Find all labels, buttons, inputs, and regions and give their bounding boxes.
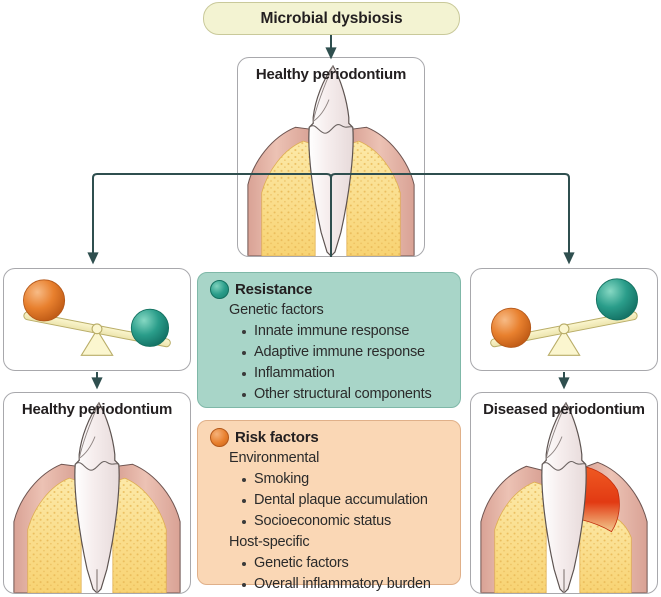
diseased-tooth-illustration (480, 401, 648, 593)
healthy-tooth-illustration-bottom (13, 401, 181, 593)
teal-sphere-icon (210, 280, 229, 299)
resistance-heading: Resistance (210, 280, 312, 299)
resistance-sphere-right-scale (595, 278, 638, 321)
healthy-tooth-illustration-top (247, 64, 415, 256)
list-item: Smoking (242, 469, 452, 490)
risk-list-host: Genetic factors Overall inflammatory bur… (229, 553, 452, 595)
resistance-info-box: Resistance Genetic factors Innate immune… (197, 272, 461, 408)
balance-resistance-wins-node (3, 268, 191, 371)
risk-list-environmental: Smoking Dental plaque accumulation Socio… (229, 469, 452, 532)
risk-group-host-label: Host-specific (229, 534, 310, 550)
balance-risk-wins-node (470, 268, 658, 371)
risk-factors-info-box: Risk factors Environmental Smoking Denta… (197, 420, 461, 592)
risk-group-environmental-label: Environmental (229, 450, 320, 466)
healthy-periodontium-top-node: Healthy periodontium (237, 57, 425, 257)
microbial-dysbiosis-label: Microbial dysbiosis (260, 9, 403, 27)
list-item: Overall inflammatory burden (242, 574, 452, 595)
resistance-group-label: Genetic factors (229, 302, 324, 318)
resistance-sphere-left-scale (130, 308, 170, 347)
risk-sphere-left-scale (23, 279, 66, 322)
risk-sphere-right-scale (490, 307, 532, 348)
list-item: Genetic factors (242, 553, 452, 574)
risk-heading: Risk factors (210, 428, 319, 447)
balance-scale-resistance-high (23, 279, 171, 356)
list-item: Dental plaque accumulation (242, 490, 452, 511)
list-item: Innate immune response (242, 321, 452, 342)
balance-scale-risk-high (490, 278, 638, 356)
list-item: Other structural components (242, 384, 452, 405)
microbial-dysbiosis-node: Microbial dysbiosis (203, 2, 460, 35)
resistance-list: Innate immune response Adaptive immune r… (229, 321, 452, 405)
risk-heading-label: Risk factors (235, 429, 319, 446)
risk-body: Environmental Smoking Dental plaque accu… (229, 448, 452, 595)
resistance-heading-label: Resistance (235, 281, 313, 298)
inflammation-region (581, 465, 620, 533)
orange-sphere-icon (210, 428, 229, 447)
resistance-body: Genetic factors Innate immune response A… (229, 300, 452, 405)
list-item: Inflammation (242, 363, 452, 384)
diseased-periodontium-node: Diseased periodontium (470, 392, 658, 594)
list-item: Adaptive immune response (242, 342, 452, 363)
list-item: Socioeconomic status (242, 511, 452, 532)
healthy-periodontium-bottom-node: Healthy periodontium (3, 392, 191, 594)
